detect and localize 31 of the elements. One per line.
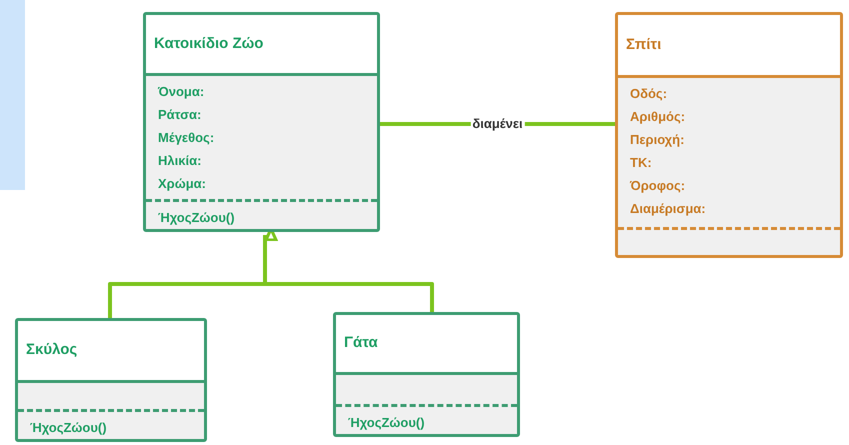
attribute-text: Οδός: <box>629 85 668 103</box>
class-name: Κατοικίδιο Ζώο <box>154 34 264 54</box>
class-box <box>15 318 207 442</box>
class-name: Γάτα <box>344 333 378 354</box>
attribute-text: Ράτσα: <box>157 106 202 124</box>
empty-compartment <box>18 380 204 409</box>
attribute-text: Διαμέρισμα: <box>629 200 706 218</box>
empty-compartment <box>336 372 517 404</box>
class-name: Σπίτι <box>626 34 662 55</box>
empty-compartment <box>618 227 840 255</box>
class-name: Σκύλος <box>26 340 78 360</box>
attribute-text: Μέγεθος: <box>157 129 214 148</box>
attribute-text: Ηλικία: <box>157 152 202 170</box>
attributes-compartment <box>146 73 377 199</box>
attribute-text: ΤΚ: <box>629 154 652 172</box>
class-box <box>333 312 520 437</box>
attribute-text: Αριθμός: <box>629 108 686 126</box>
method-text: ΉχοςΖώου() <box>29 419 107 437</box>
class-box <box>143 12 380 232</box>
methods-compartment <box>18 409 204 439</box>
attribute-text: Όροφος: <box>628 177 686 195</box>
class-box <box>615 12 843 258</box>
attribute-text: Περιοχή: <box>629 131 684 149</box>
methods-compartment <box>336 404 517 434</box>
edge-label: διαμένει <box>470 116 525 132</box>
attribute-text: Όνομα: <box>156 83 204 102</box>
attributes-compartment <box>618 75 840 227</box>
methods-compartment <box>146 199 377 229</box>
method-text: ΉχοςΖώου() <box>347 414 425 432</box>
attribute-text: Χρώμα: <box>157 175 206 194</box>
method-text: ΉχοςΖώου() <box>157 209 235 227</box>
